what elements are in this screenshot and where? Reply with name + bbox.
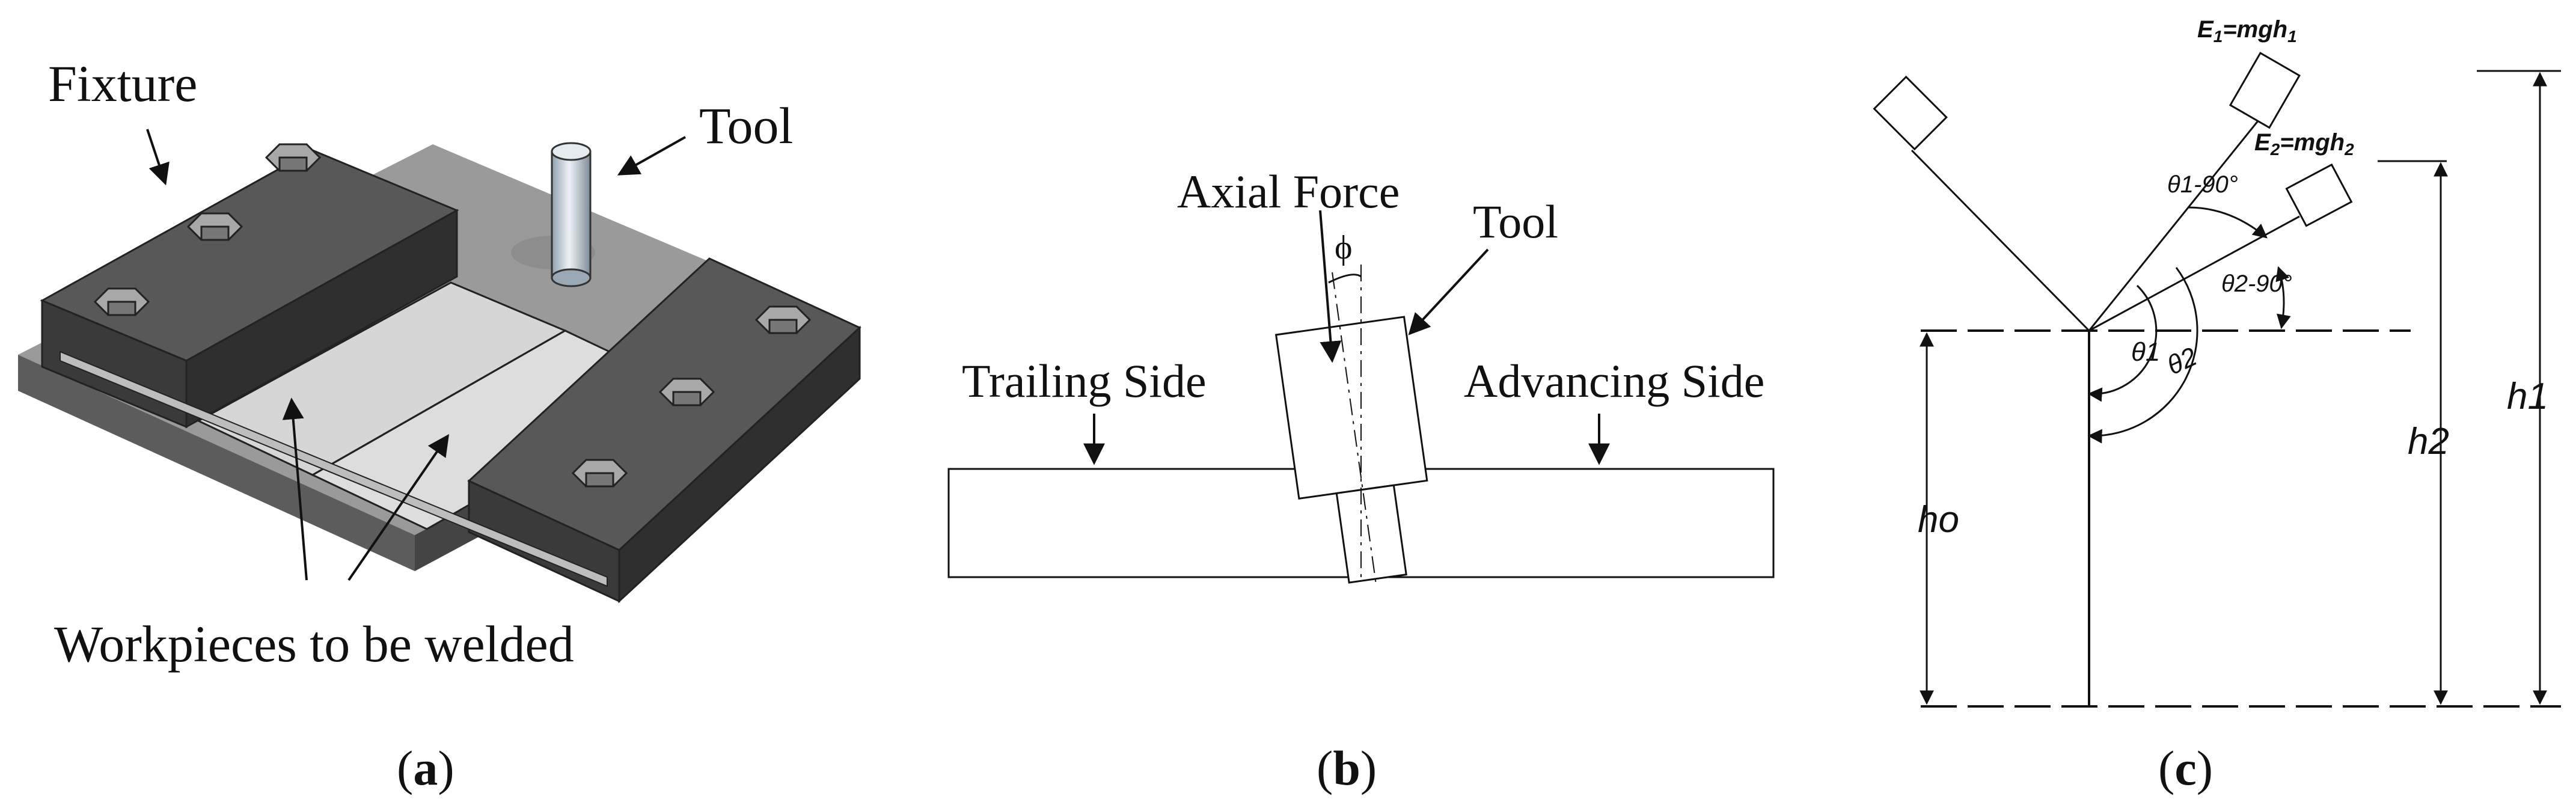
phi-angle-arc [1328, 274, 1362, 284]
tool-leader [1408, 248, 1489, 335]
h2-label: h2 [2408, 421, 2449, 462]
e2-label: E2=mgh2 [2254, 129, 2354, 159]
tool-label: Tool [1473, 195, 1558, 248]
ho-label: ho [1918, 499, 1959, 540]
theta2-arc [2087, 267, 2198, 444]
pendulum-arm-h1 [2088, 114, 2265, 331]
fixture-label: Fixture [48, 55, 197, 112]
theta1-arc [2087, 284, 2158, 402]
panel-c-drawing: E1=mgh1 E2=mgh2 θ1-90° θ2-90° θ1 θ2 h1 h… [1873, 16, 2561, 795]
slot-rail [60, 350, 608, 587]
pendulum-mass-h2 [2285, 163, 2353, 227]
tool-cylinder [551, 142, 592, 287]
panel-c-pendulum-energy: E1=mgh1 E2=mgh2 θ1-90° θ2-90° θ1 θ2 h1 h… [1804, 0, 2576, 808]
bolt-group-right [571, 305, 812, 488]
theta1-90-label: θ1-90° [2167, 171, 2238, 198]
workpiece-leader-right [347, 434, 450, 581]
weld-seam [312, 329, 566, 476]
theta2-90-label: θ2-90° [2221, 271, 2292, 297]
pendulum-mass-h1 [2229, 52, 2301, 129]
workpieces-label: Workpieces to be welded [54, 615, 574, 673]
theta1-90-arc [2188, 206, 2268, 239]
tilted-tool [1274, 272, 1428, 588]
workpiece-leader-left [282, 397, 308, 581]
trailing-side-label: Trailing Side [962, 355, 1207, 407]
fixture-right-side [618, 325, 861, 604]
panel-b-drawing: ϕ Axial Force Tool Trailing Side Advanci… [947, 165, 1775, 795]
phi-label: ϕ [1335, 229, 1352, 266]
pendulum-arm-start [1911, 149, 2090, 332]
e1-label: E1=mgh1 [2197, 16, 2297, 46]
panel-a-welding-setup: Fixture Tool Workpieces to be welded (a) [0, 0, 861, 808]
caption-b: (b) [1317, 741, 1377, 795]
axial-force-arrow [1319, 210, 1342, 363]
caption-a: (a) [397, 741, 454, 795]
h1-label: h1 [2507, 376, 2548, 417]
theta1-label: θ1 [2131, 337, 2160, 367]
theta2-90-arc [2275, 266, 2291, 329]
panel-b-tool-tilt: ϕ Axial Force Tool Trailing Side Advanci… [860, 0, 1804, 808]
caption-c: (c) [2158, 741, 2213, 795]
tool-leader [617, 136, 686, 176]
axial-force-label: Axial Force [1177, 165, 1400, 218]
fixture-leader [146, 129, 170, 186]
pendulum-mass-start [1873, 75, 1948, 151]
bolt-group-left [93, 143, 322, 316]
base-plate-front [18, 355, 415, 571]
panel-a-drawing: Fixture Tool Workpieces to be welded (a) [18, 55, 861, 795]
advancing-side-label: Advancing Side [1464, 355, 1764, 407]
tool-label: Tool [699, 97, 793, 155]
